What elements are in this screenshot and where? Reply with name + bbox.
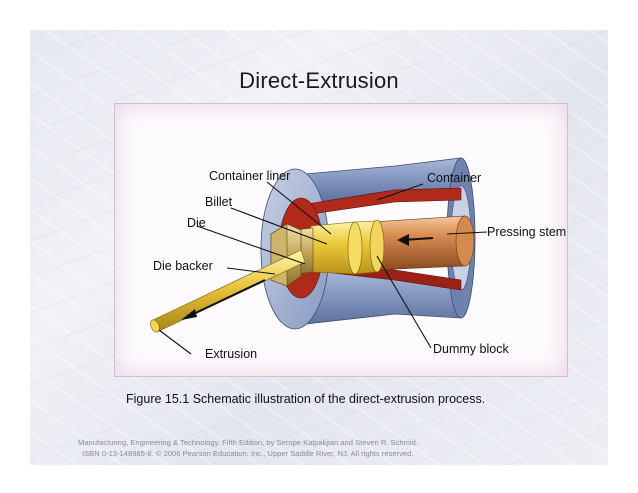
slide: Direct-Extrusion bbox=[30, 30, 608, 465]
label-container-liner: Container liner bbox=[209, 169, 290, 183]
label-die-backer: Die backer bbox=[153, 259, 213, 273]
extrusion bbox=[150, 249, 306, 333]
footer-line-1: Manufacturing, Engineering & Technology,… bbox=[78, 438, 418, 447]
figure-caption: Figure 15.1 Schematic illustration of th… bbox=[126, 392, 486, 406]
copyright-footer: Manufacturing, Engineering & Technology,… bbox=[78, 437, 418, 459]
figure-frame: Container liner Container Billet Die Pre… bbox=[114, 103, 568, 377]
leader-lines bbox=[158, 181, 488, 355]
label-extrusion: Extrusion bbox=[205, 347, 257, 361]
label-billet: Billet bbox=[205, 195, 233, 209]
label-die: Die bbox=[187, 216, 206, 230]
label-dummy-block: Dummy block bbox=[433, 342, 509, 356]
footer-line-2: ISBN 0-13-148965-8. © 2006 Pearson Educa… bbox=[82, 449, 414, 458]
stem-direction-arrow bbox=[397, 234, 434, 246]
direct-extrusion-diagram: Container liner Container Billet Die Pre… bbox=[150, 157, 566, 361]
slide-title: Direct-Extrusion bbox=[239, 68, 399, 93]
pressing-stem bbox=[372, 215, 475, 271]
label-pressing-stem: Pressing stem bbox=[487, 225, 566, 239]
label-container: Container bbox=[427, 171, 481, 185]
billet bbox=[310, 221, 363, 275]
extrusion-direction-arrow bbox=[181, 279, 266, 320]
